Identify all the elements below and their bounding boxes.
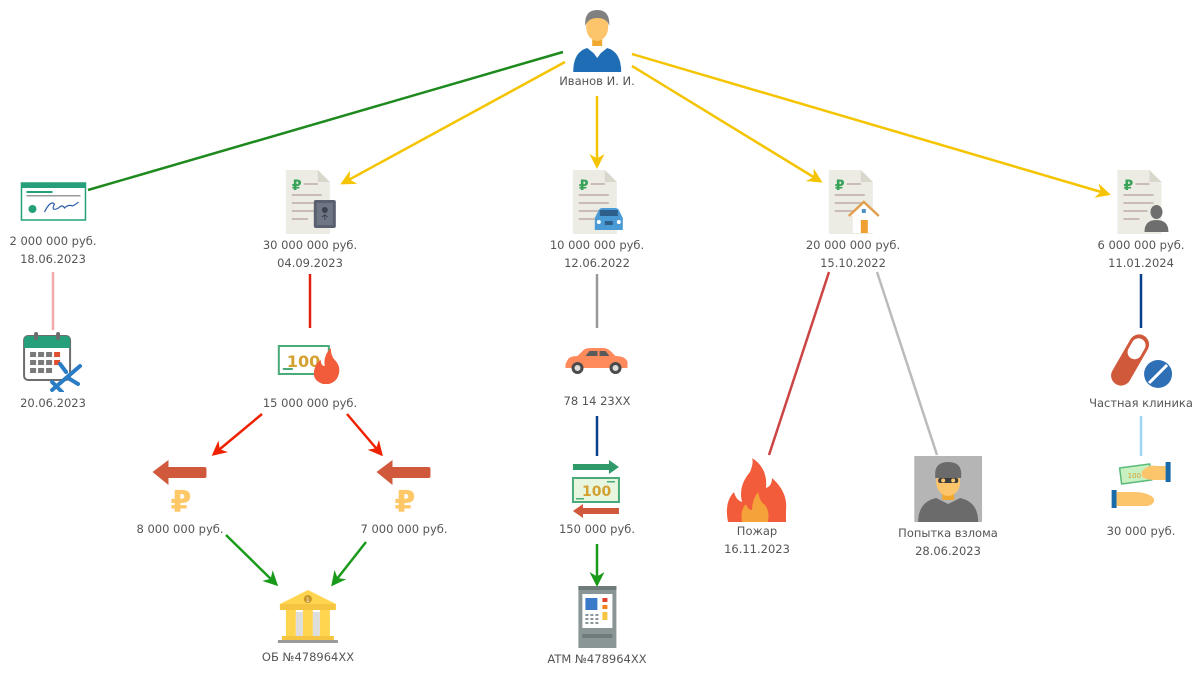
node-insurance[interactable]: ₽ 6 000 000 руб. 11.01.2024	[1097, 170, 1185, 272]
edge-person-to-insurance	[631, 52, 1111, 198]
svg-text:100: 100	[1128, 472, 1141, 480]
bank-label: ОБ №478964XX	[261, 650, 355, 664]
ruble-out-icon: ₽	[375, 460, 430, 516]
svg-text:₽: ₽	[170, 485, 191, 516]
mortgage-amount: 20 000 000 руб.	[805, 238, 901, 252]
atm-icon	[577, 586, 616, 648]
fire-date: 16.11.2023	[724, 542, 790, 556]
edge-burned-money-to-withdraw-2	[346, 413, 383, 457]
trip-date: 20.06.2023	[20, 396, 86, 410]
svg-text:₽: ₽	[835, 178, 845, 194]
svg-text:100: 100	[287, 352, 320, 371]
deposit-date: 04.09.2023	[277, 256, 343, 270]
bank-icon: 1	[278, 590, 338, 643]
node-exchange[interactable]: 100 150 000 руб.	[559, 460, 635, 538]
node-cheque[interactable]: 2 000 000 руб. 18.06.2023	[9, 182, 97, 268]
node-withdraw-1[interactable]: ₽ 8 000 000 руб.	[136, 460, 224, 538]
svg-text:₽: ₽	[1123, 178, 1133, 194]
contract-safe-icon: ₽	[285, 170, 336, 234]
money-exchange-icon: 100	[571, 460, 620, 518]
car-plate: 78 14 23XX	[563, 394, 631, 408]
node-deposit[interactable]: ₽ 30 000 000 руб. 04.09.2023	[263, 170, 357, 272]
edge-mortgage-to-burglary	[875, 271, 939, 456]
cheque-date: 18.06.2023	[20, 252, 86, 266]
ruble-out-icon: ₽	[151, 460, 206, 516]
node-burned-money[interactable]: 100 15 000 000 руб.	[263, 340, 357, 412]
contract-person-icon: ₽	[1116, 170, 1168, 234]
node-car[interactable]: 78 14 23XX	[563, 346, 631, 410]
fire-icon	[726, 458, 787, 522]
car-loan-date: 12.06.2022	[564, 256, 630, 270]
contract-car-icon: ₽	[572, 170, 623, 234]
node-atm[interactable]: ATM №478964XX	[547, 586, 647, 668]
calendar-plane-icon	[22, 332, 82, 392]
burning-money-icon: 100	[277, 345, 340, 384]
car-loan-amount: 10 000 000 руб.	[549, 238, 645, 252]
edge-withdraw-1-to-bank	[225, 534, 279, 587]
node-bribe[interactable]: 100 30 000 руб.	[1106, 460, 1176, 540]
exchange-amount: 150 000 руб.	[558, 522, 636, 536]
node-withdraw-2[interactable]: ₽ 7 000 000 руб.	[360, 460, 448, 538]
car-icon	[566, 348, 628, 374]
mortgage-date: 15.10.2022	[820, 256, 886, 270]
node-car-loan[interactable]: ₽ 10 000 000 руб. 12.06.2022	[550, 170, 644, 272]
clinic-label: Частная клиника	[1089, 396, 1193, 410]
bribe-amount: 30 000 руб.	[1106, 524, 1176, 538]
fire-label: Пожар	[736, 524, 778, 538]
burglary-label: Попытка взлома	[898, 526, 998, 540]
node-clinic[interactable]: Частная клиника	[1089, 332, 1193, 412]
svg-text:1: 1	[306, 597, 310, 604]
burglar-icon	[913, 456, 982, 522]
burglary-date: 28.06.2023	[915, 544, 981, 558]
node-burglary[interactable]: Попытка взлома 28.06.2023	[898, 456, 998, 560]
edge-mortgage-to-fire	[767, 271, 831, 456]
withdraw-2-amount: 7 000 000 руб.	[360, 522, 448, 536]
node-fire[interactable]: Пожар 16.11.2023	[724, 458, 790, 558]
atm-label: ATM №478964XX	[547, 652, 647, 666]
edge-person-to-deposit	[340, 60, 566, 185]
withdraw-1-amount: 8 000 000 руб.	[136, 522, 224, 536]
edge-person-to-mortgage	[631, 64, 823, 183]
insurance-date: 11.01.2024	[1108, 256, 1174, 270]
svg-text:₽: ₽	[292, 178, 302, 194]
bribe-icon: 100	[1112, 462, 1171, 508]
cheque-amount: 2 000 000 руб.	[9, 234, 97, 248]
person-name: Иванов И. И.	[559, 74, 635, 88]
burned-money-amount: 15 000 000 руб.	[262, 396, 358, 410]
edge-withdraw-2-to-bank	[331, 541, 367, 587]
node-person[interactable]: Иванов И. И.	[559, 6, 635, 90]
node-trip[interactable]: 20.06.2023	[20, 330, 86, 412]
insurance-amount: 6 000 000 руб.	[1097, 238, 1185, 252]
svg-text:₽: ₽	[579, 178, 589, 194]
edge-burned-money-to-withdraw-1	[211, 413, 263, 456]
svg-text:100: 100	[582, 484, 611, 500]
edge-person-to-cheque	[87, 50, 564, 192]
contract-house-icon: ₽	[828, 170, 880, 234]
pills-icon	[1110, 334, 1172, 388]
person-icon	[573, 10, 621, 72]
deposit-amount: 30 000 000 руб.	[262, 238, 358, 252]
svg-text:₽: ₽	[394, 485, 415, 516]
node-bank[interactable]: 1 ОБ №478964XX	[262, 588, 354, 666]
cheque-icon	[20, 182, 86, 221]
node-mortgage[interactable]: ₽ 20 000 000 руб. 15.10.2022	[806, 170, 900, 272]
